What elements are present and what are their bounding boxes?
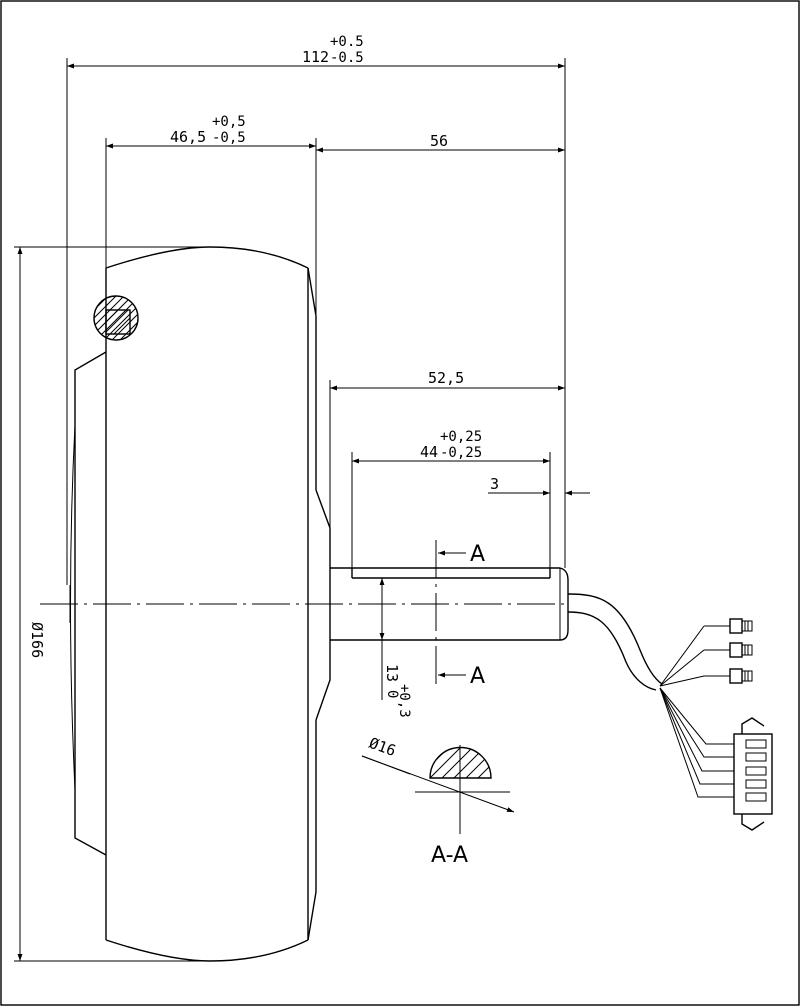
section-cut-line: A A <box>435 540 485 690</box>
hub-width-value: 46,5 <box>170 128 206 146</box>
dim-overall-length: +0.5 112 -0.5 <box>67 34 565 69</box>
section-title: A-A <box>431 843 468 868</box>
end-gap-value: 3 <box>490 475 499 493</box>
plug-connector <box>733 717 773 831</box>
bullet-connector-3 <box>729 668 753 684</box>
flat-length-upper-tol: +0,25 <box>440 429 482 445</box>
overall-length-value: 112 <box>302 48 329 66</box>
flat-height-upper-tol: +0,3 <box>396 684 412 718</box>
section-marker-top: A <box>470 542 485 567</box>
shaft <box>330 567 569 641</box>
dim-end-gap: 3 <box>488 475 590 496</box>
overall-length-upper-tol: +0.5 <box>330 34 364 50</box>
dim-flat-length: +0,25 44 -0,25 <box>352 429 550 464</box>
section-view-aa: Ø16 A-A <box>361 734 515 868</box>
flat-length-lower-tol: -0,25 <box>440 445 482 461</box>
bolt-section <box>93 295 139 341</box>
shaft-diameter-value: Ø16 <box>367 734 399 760</box>
flat-height-lower-tol: 0 <box>384 690 400 698</box>
shaft-length-value: 52,5 <box>428 369 464 387</box>
dim-shaft-overall: 56 <box>316 132 565 153</box>
dim-shaft-length: 52,5 <box>330 369 565 391</box>
overall-length-lower-tol: -0.5 <box>330 50 364 66</box>
dim-flat-height: 13 +0,3 0 <box>379 578 412 718</box>
dim-outer-diameter: Ø166 <box>17 247 46 961</box>
section-marker-bottom: A <box>470 664 485 689</box>
dim-hub-width: +0,5 46,5 -0,5 <box>106 114 316 149</box>
bullet-connector-2 <box>729 642 753 658</box>
shaft-overall-value: 56 <box>430 132 448 150</box>
flat-height-value: 13 <box>383 664 401 682</box>
cable-harness <box>567 593 734 798</box>
flat-length-value: 44 <box>420 443 438 461</box>
hub-width-lower-tol: -0,5 <box>212 130 246 146</box>
extension-lines <box>14 58 566 962</box>
hub-width-upper-tol: +0,5 <box>212 114 246 130</box>
bullet-connector-1 <box>729 618 753 634</box>
outer-diameter-value: Ø166 <box>28 622 46 658</box>
